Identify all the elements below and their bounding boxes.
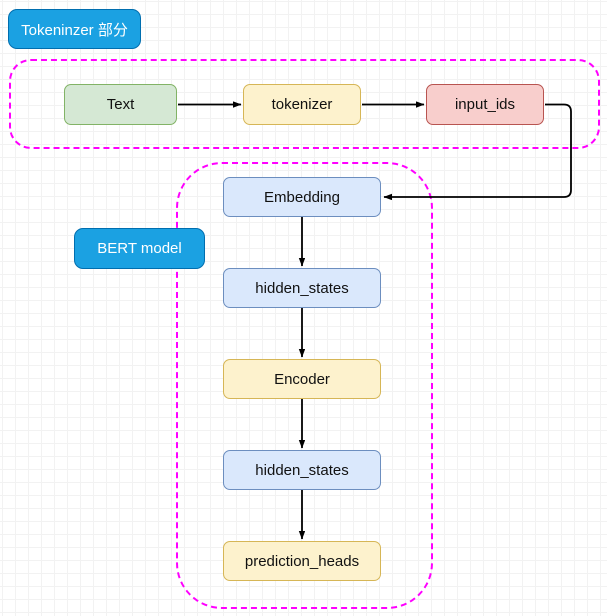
node-prediction-heads[interactable]: prediction_heads [223,541,381,581]
node-hidden-states-2[interactable]: hidden_states [223,450,381,490]
node-text[interactable]: Text [64,84,177,125]
group-frame-tokenizer[interactable] [9,59,600,149]
group-label-bert-model[interactable]: BERT model [74,228,205,269]
node-input-ids[interactable]: input_ids [426,84,544,125]
group-frame-bert-model[interactable] [176,162,433,609]
node-tokenizer[interactable]: tokenizer [243,84,361,125]
node-embedding[interactable]: Embedding [223,177,381,217]
node-hidden-states-1[interactable]: hidden_states [223,268,381,308]
node-encoder[interactable]: Encoder [223,359,381,399]
group-label-tokenizer[interactable]: Tokeninzer 部分 [8,9,141,49]
